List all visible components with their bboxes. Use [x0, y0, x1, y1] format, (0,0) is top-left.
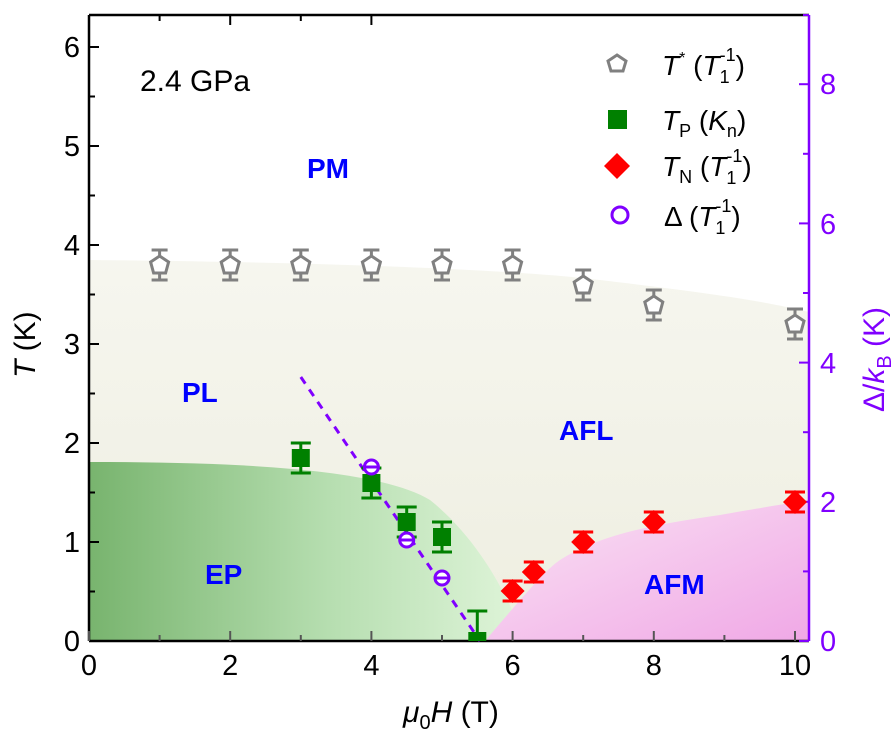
y-tick-4: 4	[64, 230, 80, 262]
x-axis-title: μ0H (T)	[402, 696, 499, 734]
y-right-tick-2: 2	[820, 487, 836, 519]
y-tick-2: 2	[64, 428, 80, 460]
bottom-axis-labels: 0 2 4 6 8 10	[81, 650, 811, 682]
series-tn	[500, 490, 807, 603]
series-delta	[362, 458, 451, 587]
x-tick-2: 2	[222, 650, 238, 682]
legend-diamond-icon	[604, 153, 630, 179]
legend-label-tn: TN (T1-1)	[662, 146, 752, 188]
x-tick-4: 4	[363, 650, 379, 682]
phase-label-pm: PM	[307, 153, 349, 184]
x-tick-10: 10	[779, 650, 811, 682]
legend-square-icon	[608, 110, 627, 129]
y-tick-6: 6	[64, 32, 80, 64]
legend-circle-icon	[610, 205, 630, 225]
phase-label-ep: EP	[205, 559, 242, 590]
legend-label-delta: Δ (T1-1)	[664, 196, 741, 238]
x-tick-0: 0	[81, 650, 97, 682]
y-tick-1: 1	[64, 527, 80, 559]
y-right-tick-8: 8	[820, 69, 836, 101]
y-tick-5: 5	[64, 131, 80, 163]
top-axis-ticks	[158, 15, 373, 25]
legend: T* (T1-1) TP (Kn) TN (T1-1) Δ (T1-1)	[604, 45, 752, 238]
y-right-tick-6: 6	[820, 209, 836, 241]
x-tick-8: 8	[646, 650, 662, 682]
axes-frame	[87, 13, 811, 643]
pressure-annotation: 2.4 GPa	[140, 65, 250, 98]
y-tick-3: 3	[64, 329, 80, 361]
x-tick-6: 6	[505, 650, 521, 682]
left-axis-labels: 0 1 2 3 4 5 6	[64, 32, 80, 658]
legend-pentagon-icon	[606, 53, 628, 73]
y-right-tick-4: 4	[820, 348, 836, 380]
y-tick-0: 0	[64, 626, 80, 658]
legend-label-t-star: T* (T1-1)	[662, 45, 745, 87]
phase-label-pl: PL	[182, 377, 218, 408]
left-axis-ticks	[89, 46, 99, 642]
legend-label-tp: TP (Kn)	[662, 105, 746, 141]
region-afm	[485, 500, 809, 641]
y-right-tick-0: 0	[820, 626, 836, 658]
bottom-axis-ticks	[88, 631, 796, 641]
phase-label-afm: AFM	[644, 569, 705, 600]
y-axis-title: T (K)	[9, 311, 42, 378]
y-right-axis-title: Δ/kB (K)	[858, 307, 894, 412]
right-axis-labels: 0 2 4 6 8	[820, 69, 836, 658]
series-t-star	[148, 248, 806, 341]
phase-label-afl: AFL	[559, 415, 613, 446]
